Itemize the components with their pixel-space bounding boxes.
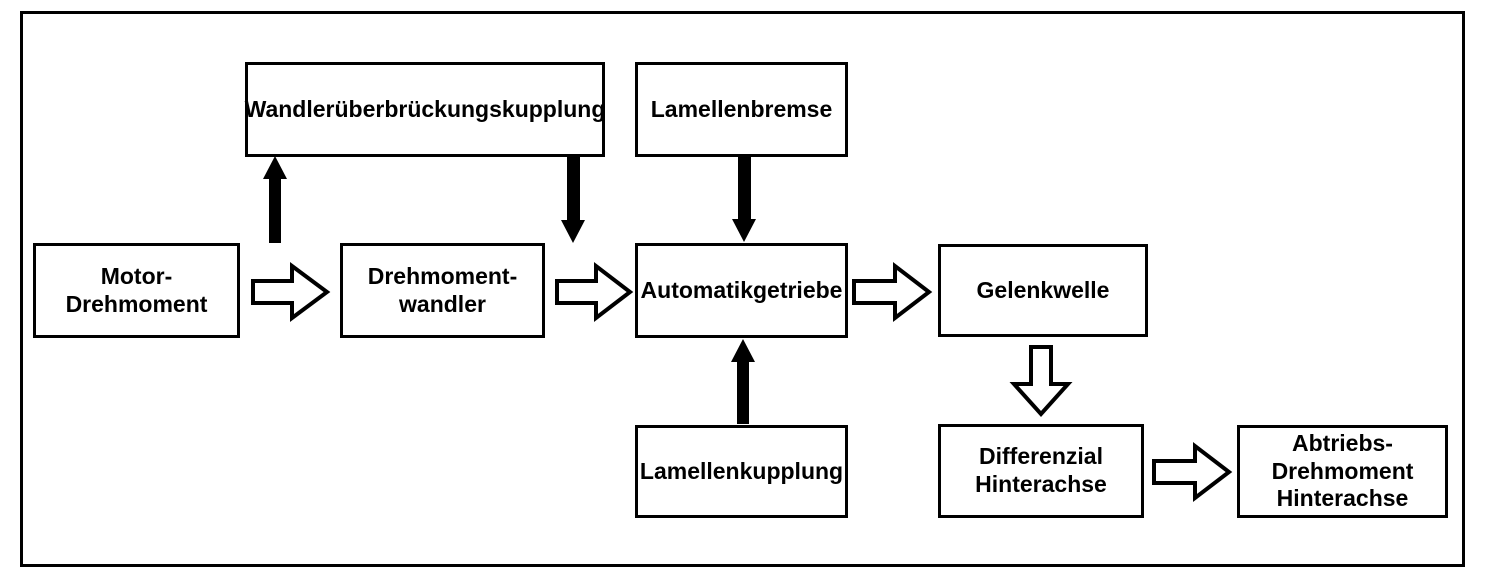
arrow-up-from-lamellenkupplung <box>731 339 755 424</box>
arrow-up-to-wandlerueberbrueckungskupplung <box>263 156 287 243</box>
box-lamellenbremse-label: Lamellenbremse <box>650 95 833 122</box>
arrow-down-from-wandlerueberbrueckungskupplung <box>561 157 585 243</box>
box-motor-drehmoment-label: Motor- Drehmoment <box>65 262 208 317</box>
box-drehmomentwandler: Drehmoment- wandler <box>340 243 545 338</box>
flow-arrow-differenzial-to-abtrieb <box>1152 441 1233 503</box>
arrow-down-from-lamellenbremse <box>732 157 756 242</box>
box-automatikgetriebe: Automatikgetriebe <box>635 243 848 338</box>
flow-arrow-gelenkwelle-to-differenzial <box>1009 345 1073 417</box>
flow-arrow-drehmomentwandler-to-automatikgetriebe <box>555 261 634 323</box>
box-automatikgetriebe-label: Automatikgetriebe <box>640 276 843 303</box>
flow-arrow-automatikgetriebe-to-gelenkwelle <box>852 261 933 323</box>
box-lamellenkupplung-label: Lamellenkupplung <box>639 457 844 484</box>
box-gelenkwelle-label: Gelenkwelle <box>976 276 1110 303</box>
box-abtriebs-drehmoment-hinterachse-label: Abtriebs- Drehmoment Hinterachse <box>1271 430 1414 512</box>
flow-arrow-motor-to-drehmomentwandler <box>251 262 331 322</box>
box-abtriebs-drehmoment-hinterachse: Abtriebs- Drehmoment Hinterachse <box>1237 425 1448 518</box>
box-differenzial-hinterachse-label: Differenzial Hinterachse <box>975 443 1107 497</box>
box-motor-drehmoment: Motor- Drehmoment <box>33 243 240 338</box>
box-gelenkwelle: Gelenkwelle <box>938 244 1148 337</box>
box-wandlerueberbrueckungskupplung-label: Wandlerüberbrückungskupplung <box>244 95 606 122</box>
box-drehmomentwandler-label: Drehmoment- wandler <box>367 262 518 317</box>
box-lamellenbremse: Lamellenbremse <box>635 62 848 157</box>
box-differenzial-hinterachse: Differenzial Hinterachse <box>938 424 1144 518</box>
box-wandlerueberbrueckungskupplung: Wandlerüberbrückungskupplung <box>245 62 605 157</box>
box-lamellenkupplung: Lamellenkupplung <box>635 425 848 518</box>
